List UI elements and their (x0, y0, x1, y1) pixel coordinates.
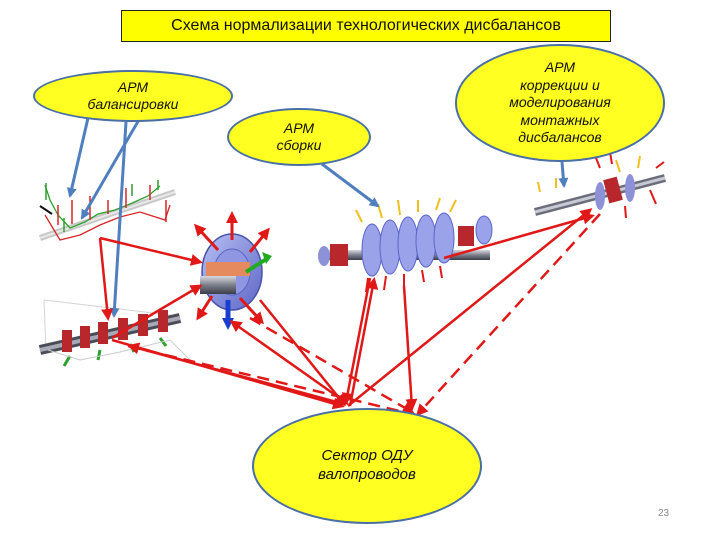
red-dashed-arrows (127, 213, 601, 418)
node-arm-assembly-label: АРМ сборки (276, 119, 322, 154)
diagram-title: Схема нормализации технологических дисба… (121, 10, 611, 42)
node-arm-balance-label: АРМ балансировки (87, 78, 179, 113)
arrow-correction-to-right-shaft (558, 161, 569, 188)
shaft-model-left-icon (39, 180, 176, 241)
shaft-line-model-right-icon (533, 151, 667, 219)
node-sector-odu-label: Сектор ОДУ валопроводов (318, 447, 416, 483)
node-arm-correction-label: АРМ коррекции и моделирования монтажных … (509, 59, 611, 146)
node-arm-balance: АРМ балансировки (33, 70, 233, 122)
node-arm-assembly: АРМ сборки (227, 108, 371, 166)
page-number: 23 (658, 508, 670, 519)
arrow-assembly-to-rotor (321, 162, 380, 208)
arrow-balance-to-bottom-shaft (109, 121, 128, 318)
node-arm-correction: АРМ коррекции и моделирования монтажных … (455, 44, 665, 162)
blue-arrows (66, 117, 569, 318)
shaft-assembly-model-bottom-icon (38, 299, 191, 367)
turbine-rotor-model-icon (318, 197, 493, 293)
arrow-balance-to-left-shaft (66, 117, 90, 198)
node-sector-odu: Сектор ОДУ валопроводов (252, 408, 482, 524)
red-solid-arrows (98, 208, 595, 411)
rotor-disk-model-icon (193, 211, 272, 330)
arrow-balance-to-left-shaft-2 (80, 117, 142, 220)
